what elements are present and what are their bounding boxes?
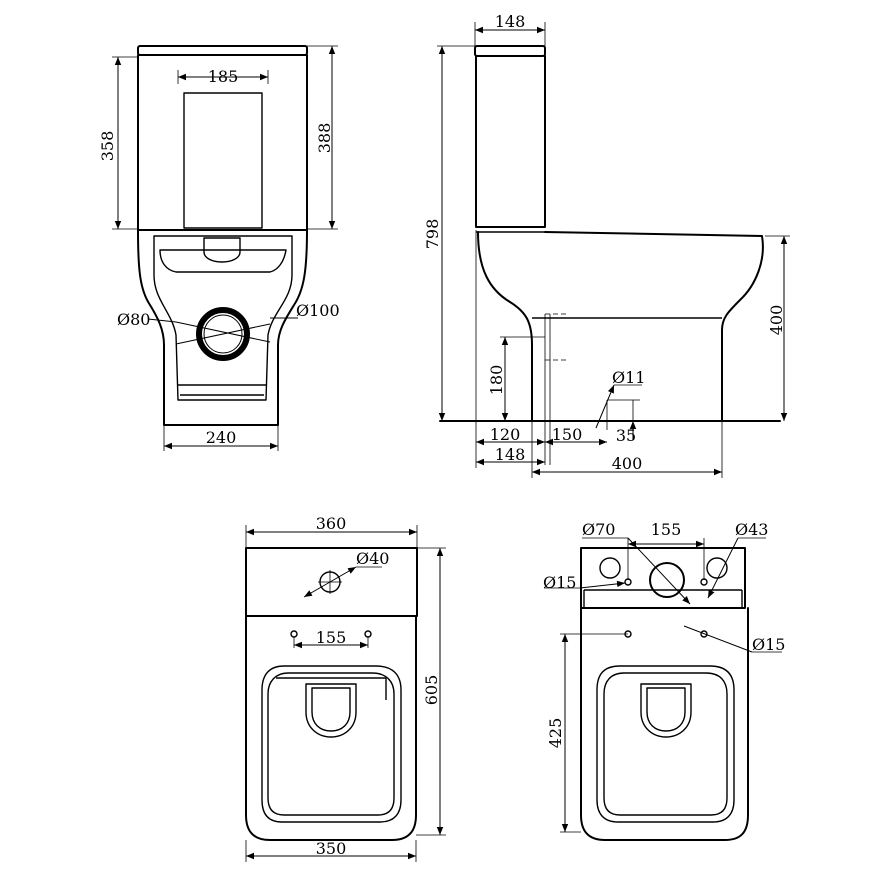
top-seat [261, 665, 402, 823]
dim-148-bottom: 148 [495, 445, 526, 464]
dim-400-length: 400 [612, 454, 643, 473]
bowl-inner-cavity [153, 235, 293, 401]
dim-605: 605 [422, 675, 441, 706]
top-bowl-outline [245, 615, 417, 841]
tank-view-bowl-outline [580, 607, 749, 841]
dim-150: 150 [552, 425, 583, 444]
dim-425: 425 [546, 718, 565, 749]
dim-180: 180 [487, 365, 506, 396]
tank-view-seat [596, 665, 735, 823]
flush-inlet [203, 237, 241, 263]
tank-hole-center [649, 562, 685, 598]
side-bowl-front [544, 231, 764, 421]
dim-350: 350 [316, 839, 347, 858]
top-tank [245, 547, 418, 617]
bowl-rim [159, 249, 287, 273]
tank-hole-left [599, 557, 621, 579]
side-tank-body [475, 55, 546, 228]
dim-155-top: 155 [316, 628, 347, 647]
front-view: 185 Ø80 Ø100 358 388 240 [98, 45, 340, 451]
dim-tank-15-right: Ø15 [752, 635, 785, 654]
side-tank-lid [474, 45, 546, 57]
dim-148-top: 148 [495, 12, 526, 31]
dim-240: 240 [206, 428, 237, 447]
top-view: Ø40 155 360 605 350 [245, 514, 446, 862]
dim-tank-70: Ø70 [582, 520, 615, 539]
dim-388: 388 [315, 123, 334, 154]
dim-fix-hole: Ø11 [612, 368, 645, 387]
dim-360: 360 [316, 514, 347, 533]
dim-outlet-outer: Ø100 [296, 301, 340, 320]
bowl-hole-right [700, 630, 708, 638]
dim-400-height: 400 [767, 305, 786, 336]
dim-tank-15-left: Ø15 [543, 573, 576, 592]
tank-top-outline [580, 547, 746, 609]
top-hole-right [364, 630, 372, 638]
tank-hole-right [706, 557, 728, 579]
tank-inner-mechanism [183, 92, 263, 229]
dim-tank-155: 155 [651, 520, 682, 539]
dim-120: 120 [490, 425, 521, 444]
dim-button: Ø40 [356, 549, 389, 568]
dim-tank-43: Ø43 [735, 520, 768, 539]
dim-35: 35 [616, 426, 636, 445]
dim-358: 358 [98, 131, 117, 162]
outlet-ring [196, 307, 250, 361]
bowl-pedestal-outline [137, 229, 308, 426]
side-view: Ø11 148 798 400 180 120 150 35 148 400 [423, 12, 790, 478]
tank-lid [137, 45, 308, 56]
tank-top-view: Ø70 155 Ø43 Ø15 Ø15 425 [543, 520, 785, 841]
tank-body [137, 54, 308, 231]
dim-798: 798 [423, 219, 442, 250]
side-bowl-back [477, 231, 533, 421]
dim-outlet-inner: Ø80 [117, 310, 150, 329]
top-bowl-opening [305, 683, 357, 738]
top-hole-left [290, 630, 298, 638]
dim-185-front: 185 [208, 67, 239, 86]
